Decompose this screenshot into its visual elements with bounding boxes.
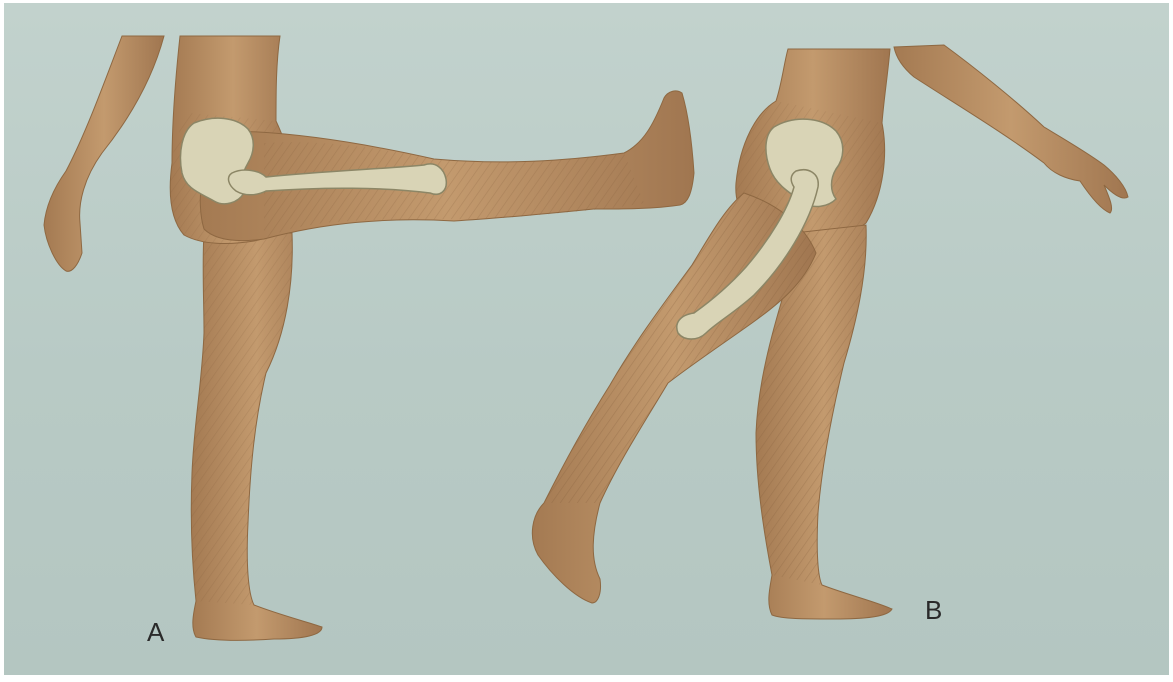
panel-label-a: A [147,617,164,648]
panel-b-arm [894,45,1128,213]
panel-a-arm [44,36,164,271]
figure-frame: A B [4,3,1169,675]
panel-b-figure [532,45,1128,619]
anatomy-illustration [4,3,1169,675]
panel-a-figure [44,36,694,640]
panel-label-b: B [925,595,942,626]
